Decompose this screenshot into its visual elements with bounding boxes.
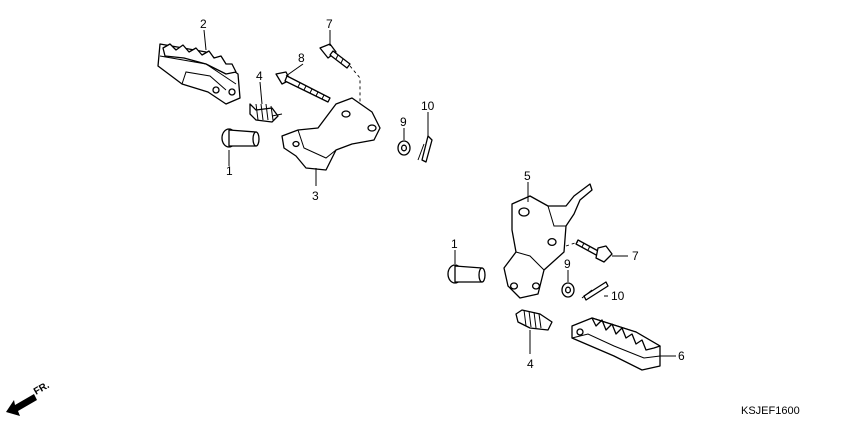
diagram-code: KSJEF1600 bbox=[741, 405, 800, 417]
callout-7-right: 7 bbox=[632, 249, 639, 263]
front-arrow-icon bbox=[6, 394, 37, 416]
footpeg-bracket-right bbox=[503, 183, 593, 299]
front-indicator-text: FR. bbox=[32, 380, 52, 398]
front-direction-indicator: FR. bbox=[6, 380, 52, 416]
footpeg-bracket bbox=[281, 97, 381, 171]
callout-3: 3 bbox=[312, 189, 319, 203]
cotter-pin-left bbox=[417, 135, 433, 163]
callout-7-top: 7 bbox=[326, 17, 333, 31]
footpeg-right bbox=[571, 317, 661, 371]
callout-1-left: 1 bbox=[226, 164, 233, 178]
callout-9-right: 9 bbox=[564, 257, 571, 271]
callout-1-right: 1 bbox=[451, 237, 458, 251]
callout-9-left: 9 bbox=[400, 115, 407, 129]
spring-right bbox=[515, 309, 553, 331]
callout-8: 8 bbox=[298, 51, 305, 65]
bolt-long bbox=[275, 71, 331, 103]
washer-right bbox=[561, 282, 575, 298]
callout-5: 5 bbox=[524, 169, 531, 183]
footpeg-left bbox=[157, 43, 241, 105]
bolt-short-right bbox=[565, 239, 613, 263]
callout-4-right: 4 bbox=[527, 357, 534, 371]
spring-left bbox=[249, 103, 283, 123]
leader-lines bbox=[203, 29, 676, 357]
cotter-pin-right bbox=[581, 281, 609, 301]
callout-10-left: 10 bbox=[421, 99, 435, 113]
callout-6: 6 bbox=[678, 349, 685, 363]
washer-left bbox=[397, 140, 411, 156]
pin-left bbox=[221, 128, 260, 148]
pin-right bbox=[447, 264, 486, 284]
callout-10-right: 10 bbox=[611, 289, 625, 303]
callout-4-left: 4 bbox=[256, 69, 263, 83]
callout-2: 2 bbox=[200, 17, 207, 31]
